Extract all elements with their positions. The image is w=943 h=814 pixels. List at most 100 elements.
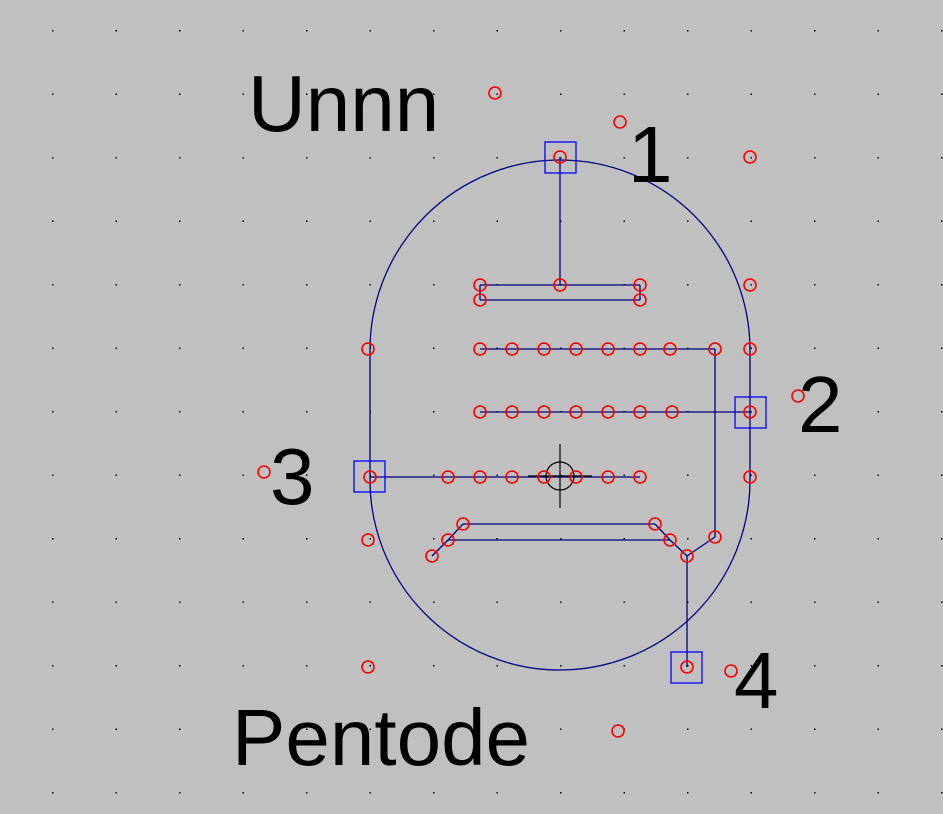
pin-4-box[interactable] bbox=[670, 651, 703, 684]
connection-point bbox=[569, 405, 583, 419]
component-type-label[interactable]: Pentode bbox=[232, 693, 530, 782]
connection-point bbox=[611, 724, 625, 738]
connection-point bbox=[680, 660, 694, 674]
component-name-label[interactable]: Unnn bbox=[248, 59, 439, 148]
grid-dot bbox=[877, 411, 879, 413]
grid-dot bbox=[814, 157, 816, 159]
grid-dot bbox=[179, 665, 181, 667]
grid-dot bbox=[877, 157, 879, 159]
grid-dot bbox=[179, 157, 181, 159]
tube-envelope[interactable] bbox=[369, 159, 751, 671]
grid-dot bbox=[623, 30, 625, 32]
connection-point bbox=[488, 86, 502, 100]
grid-dot bbox=[52, 284, 54, 286]
pin-1-number[interactable]: 1 bbox=[628, 110, 673, 199]
grid-dot bbox=[52, 220, 54, 222]
grid-dot bbox=[877, 474, 879, 476]
grid-dot bbox=[52, 538, 54, 540]
grid-dot bbox=[941, 665, 943, 667]
grid-dot bbox=[814, 474, 816, 476]
grid-dot bbox=[242, 347, 244, 349]
grid-dot bbox=[306, 347, 308, 349]
grid-dot bbox=[623, 220, 625, 222]
grid-dot bbox=[877, 538, 879, 540]
grid-dot bbox=[941, 474, 943, 476]
grid-dot bbox=[115, 93, 117, 95]
grid-dot bbox=[877, 93, 879, 95]
grid-dot bbox=[242, 538, 244, 540]
grid-dot bbox=[560, 93, 562, 95]
grid-dot bbox=[242, 30, 244, 32]
grid-dot bbox=[496, 93, 498, 95]
grid-dot bbox=[941, 601, 943, 603]
grid-dot bbox=[750, 93, 752, 95]
grid-dot bbox=[306, 665, 308, 667]
grid-dot bbox=[877, 601, 879, 603]
connection-point bbox=[569, 470, 583, 484]
connection-point bbox=[505, 470, 519, 484]
grid-dot bbox=[242, 728, 244, 730]
pin-3-box[interactable] bbox=[353, 460, 386, 493]
connection-point bbox=[257, 465, 271, 479]
connection-point bbox=[473, 293, 487, 307]
grid-dot bbox=[179, 284, 181, 286]
connection-point bbox=[473, 405, 487, 419]
grid-dot bbox=[242, 220, 244, 222]
grid-dot bbox=[433, 220, 435, 222]
grid-dot bbox=[369, 665, 371, 667]
connection-point bbox=[569, 342, 583, 356]
grid-dot bbox=[496, 347, 498, 349]
grid-dot bbox=[687, 665, 689, 667]
pin-4-number[interactable]: 4 bbox=[734, 636, 779, 725]
grid-dot bbox=[623, 474, 625, 476]
grid-dot bbox=[941, 728, 943, 730]
grid-dot bbox=[623, 665, 625, 667]
grid-dot bbox=[496, 665, 498, 667]
cathode-lower-right bbox=[669, 539, 688, 557]
grid-dot bbox=[369, 220, 371, 222]
grid-dot bbox=[814, 538, 816, 540]
grid-dot bbox=[750, 665, 752, 667]
grid-dot bbox=[369, 30, 371, 32]
grid-dot bbox=[369, 601, 371, 603]
pin-3-number[interactable]: 3 bbox=[270, 432, 315, 521]
grid-dot bbox=[369, 728, 371, 730]
connection-point bbox=[743, 470, 757, 484]
pin-2-number[interactable]: 2 bbox=[798, 360, 843, 449]
grid-dot bbox=[687, 601, 689, 603]
grid-dot bbox=[560, 347, 562, 349]
grid-dot bbox=[750, 728, 752, 730]
grid-dot bbox=[496, 220, 498, 222]
grid-dot bbox=[623, 347, 625, 349]
grid-dot bbox=[941, 792, 943, 794]
grid-dot bbox=[369, 538, 371, 540]
grid-dot bbox=[369, 93, 371, 95]
grid-dot bbox=[941, 411, 943, 413]
grid-dot bbox=[179, 601, 181, 603]
connection-point bbox=[537, 342, 551, 356]
pin-1-box[interactable] bbox=[544, 141, 577, 174]
grid-dot bbox=[687, 157, 689, 159]
grid-dot bbox=[687, 347, 689, 349]
pin-2-box[interactable] bbox=[734, 396, 767, 429]
connection-point bbox=[680, 549, 694, 563]
grid-dot bbox=[179, 792, 181, 794]
grid-dot bbox=[369, 284, 371, 286]
grid-dot bbox=[687, 30, 689, 32]
grid-dot bbox=[433, 157, 435, 159]
connection-point bbox=[505, 405, 519, 419]
grid-dot bbox=[814, 728, 816, 730]
grid-dot bbox=[877, 347, 879, 349]
grid-dot bbox=[115, 347, 117, 349]
grid-dot bbox=[306, 792, 308, 794]
grid-dot bbox=[941, 157, 943, 159]
grid-dot bbox=[52, 601, 54, 603]
connection-point bbox=[633, 342, 647, 356]
grid-dot bbox=[179, 347, 181, 349]
grid-dot bbox=[433, 665, 435, 667]
grid-dot bbox=[750, 474, 752, 476]
grid-dot bbox=[115, 538, 117, 540]
grid-dot bbox=[623, 93, 625, 95]
cathode-upper-left bbox=[447, 523, 464, 541]
